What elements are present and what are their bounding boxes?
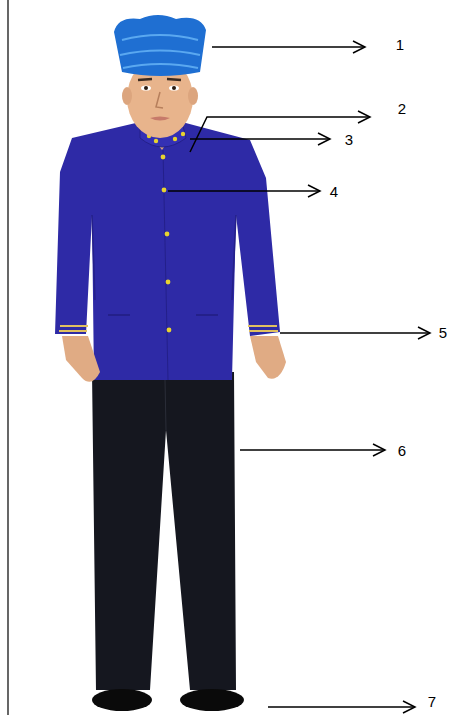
- callout-number: 7: [428, 694, 436, 709]
- trouser-seam: [165, 380, 166, 430]
- shoe: [92, 689, 152, 711]
- hand: [250, 336, 286, 379]
- headwear: [114, 15, 206, 76]
- placket: [163, 150, 168, 380]
- ear: [122, 87, 132, 105]
- callout-number: 6: [398, 443, 406, 458]
- hand: [62, 336, 100, 382]
- eye: [141, 85, 151, 90]
- margin-line: [7, 0, 8, 715]
- leader-lines: [168, 41, 430, 713]
- jacket-fold: [92, 215, 236, 300]
- mouth: [150, 117, 170, 121]
- callout-number: 3: [345, 132, 353, 147]
- callout-number: 1: [396, 37, 404, 52]
- eyebrows: [138, 79, 181, 80]
- callout-number: 2: [398, 101, 406, 116]
- buttons: [147, 132, 185, 333]
- eye: [169, 85, 179, 90]
- trousers: [92, 372, 236, 690]
- ear: [188, 87, 198, 105]
- cuff-stripes: [59, 326, 278, 331]
- callout-number: 4: [330, 184, 338, 199]
- nose: [156, 92, 163, 108]
- pocket: [108, 314, 218, 316]
- headwear-pattern: [120, 35, 200, 68]
- shoe: [180, 689, 244, 711]
- callout-number: 5: [439, 325, 447, 340]
